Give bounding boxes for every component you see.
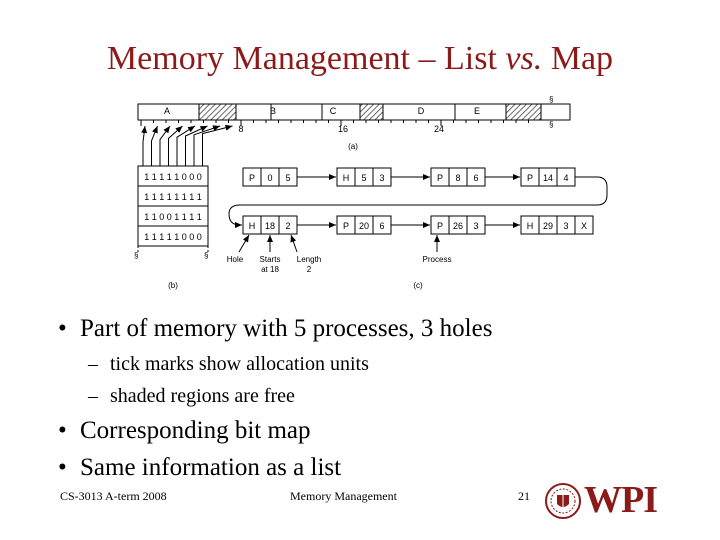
label-a: (a) bbox=[348, 142, 358, 151]
bit-arrow bbox=[159, 125, 171, 166]
list-node: P 8 6 bbox=[430, 167, 486, 187]
bullet-item: •Same information as a list bbox=[58, 454, 342, 481]
bit-arrow bbox=[176, 125, 196, 166]
svg-text:P: P bbox=[249, 173, 255, 183]
bit-arrow bbox=[141, 125, 148, 166]
segment-label: D bbox=[418, 106, 425, 116]
annot-at18: at 18 bbox=[261, 265, 279, 274]
svg-text:26: 26 bbox=[453, 221, 463, 231]
svg-text:8: 8 bbox=[455, 173, 460, 183]
list-node: H 5 3 bbox=[336, 167, 392, 187]
sub-bullet-item: –tick marks show allocation units bbox=[88, 352, 369, 375]
title-end: Map bbox=[542, 40, 614, 77]
tick-label: 8 bbox=[238, 124, 243, 134]
allocation-ticks bbox=[140, 120, 529, 126]
svg-text:20: 20 bbox=[359, 221, 369, 231]
bitmap: 1 1 1 1 1 0 0 0 1 1 1 1 1 1 1 1 1 1 0 0 … bbox=[134, 165, 209, 290]
label-b: (b) bbox=[168, 281, 178, 290]
bullet-list: •Part of memory with 5 processes, 3 hole… bbox=[58, 310, 698, 487]
wpi-seal-icon bbox=[545, 483, 581, 519]
list-node: P 26 3 bbox=[430, 215, 486, 235]
svg-text:5: 5 bbox=[285, 173, 290, 183]
bitmap-row: 1 1 1 1 1 0 0 0 bbox=[144, 172, 202, 182]
break-mark: § bbox=[134, 251, 138, 260]
hole-region bbox=[359, 103, 384, 121]
svg-text:P: P bbox=[437, 173, 443, 183]
bit-arrow bbox=[202, 124, 233, 166]
svg-text:H: H bbox=[249, 221, 256, 231]
label-c: (c) bbox=[413, 281, 423, 290]
svg-text:4: 4 bbox=[563, 173, 568, 183]
title-italic: vs. bbox=[505, 40, 543, 77]
wpi-logo: WPI bbox=[584, 479, 658, 521]
svg-text:6: 6 bbox=[379, 221, 384, 231]
bitmap-row: 1 1 1 1 1 1 1 1 bbox=[144, 192, 202, 202]
segment-label: C bbox=[330, 106, 337, 116]
segment-label: B bbox=[270, 106, 276, 116]
segment-label: A bbox=[164, 106, 170, 116]
break-mark: § bbox=[204, 251, 208, 260]
page-number: 21 bbox=[518, 489, 530, 503]
svg-text:P: P bbox=[343, 221, 349, 231]
svg-text:H: H bbox=[343, 173, 350, 183]
bit-arrow bbox=[151, 125, 158, 166]
svg-text:2: 2 bbox=[285, 221, 290, 231]
svg-text:14: 14 bbox=[543, 173, 553, 183]
segment-label: E bbox=[474, 106, 480, 116]
bullet-item: •Corresponding bit map bbox=[58, 416, 311, 444]
footer-course: CS-3013 A-term 2008 bbox=[60, 489, 167, 503]
memory-diagram: A B C D E § § 8 16 24 (a) 1 1 1 1 1 0 0 … bbox=[134, 95, 608, 290]
title-main: Memory Management – List bbox=[106, 40, 506, 77]
svg-text:H: H bbox=[527, 221, 534, 231]
list-node: H 29 3 X bbox=[520, 215, 594, 235]
bullet-item: •Part of memory with 5 processes, 3 hole… bbox=[58, 315, 493, 342]
list-node: P 0 5 bbox=[242, 167, 298, 187]
svg-text:18: 18 bbox=[265, 221, 275, 231]
sub-bullet-item: –shaded regions are free bbox=[88, 384, 295, 407]
bitmap-row: 1 1 1 1 1 0 0 0 bbox=[144, 232, 202, 242]
svg-text:5: 5 bbox=[361, 173, 366, 183]
memory-bar: A B C D E § § 8 16 24 (a) bbox=[137, 95, 571, 151]
footer-title: Memory Management bbox=[290, 489, 397, 503]
null-terminator: X bbox=[581, 221, 587, 231]
list-row-1: P 0 5 H 5 3 P 8 6 P 14 4 bbox=[228, 167, 608, 228]
annot-starts: Starts bbox=[260, 255, 281, 264]
tick-label: 16 bbox=[338, 124, 348, 134]
list-row-2: H 18 2 P 20 6 P 26 3 H 29 3 X bbox=[242, 215, 594, 235]
bit-arrow bbox=[168, 125, 183, 166]
bit-arrow bbox=[185, 125, 208, 166]
annot-process: Process bbox=[423, 255, 452, 264]
bit-arrow bbox=[193, 125, 221, 166]
hole-region bbox=[198, 103, 237, 121]
svg-text:P: P bbox=[437, 221, 443, 231]
svg-text:0: 0 bbox=[267, 173, 272, 183]
annot-length: Length bbox=[297, 255, 321, 264]
slide-title: Memory Management – List vs. Map bbox=[0, 40, 720, 78]
annot-hole: Hole bbox=[227, 255, 244, 264]
svg-text:6: 6 bbox=[473, 173, 478, 183]
annotations: Hole Starts at 18 Length 2 Process (c) bbox=[227, 234, 452, 290]
svg-text:3: 3 bbox=[379, 173, 384, 183]
svg-text:29: 29 bbox=[543, 221, 553, 231]
list-node: P 14 4 bbox=[520, 167, 576, 187]
tick-label: 24 bbox=[434, 124, 444, 134]
svg-text:3: 3 bbox=[473, 221, 478, 231]
svg-text:P: P bbox=[527, 173, 533, 183]
list-node: H 18 2 bbox=[242, 215, 298, 235]
hole-region bbox=[505, 103, 542, 121]
svg-text:3: 3 bbox=[563, 221, 568, 231]
annot-2: 2 bbox=[307, 265, 312, 274]
break-mark: § bbox=[549, 95, 553, 104]
list-node: P 20 6 bbox=[336, 215, 392, 235]
bit-arrows bbox=[141, 124, 233, 166]
break-mark: § bbox=[549, 120, 553, 129]
bitmap-row: 1 1 0 0 1 1 1 1 bbox=[144, 212, 202, 222]
